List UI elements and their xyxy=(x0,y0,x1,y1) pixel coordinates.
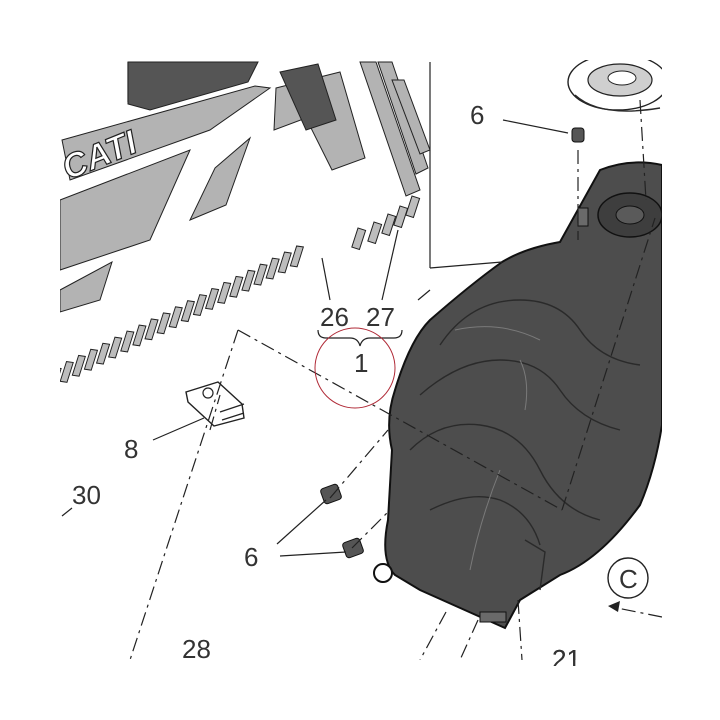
decal-stripe-tick xyxy=(241,269,256,292)
callout-28: 28 xyxy=(182,634,211,664)
decal-stripe-tick xyxy=(168,306,183,329)
callout-labels: 6 26 27 1 8 30 6 28 21 C xyxy=(72,100,638,674)
decal-stripe-tick xyxy=(132,324,147,347)
decal-stripe-tick xyxy=(180,300,196,323)
decal-stripe-tick xyxy=(253,263,268,286)
decal-stripe-tick xyxy=(108,336,123,359)
decal-stripe-tick xyxy=(381,213,397,237)
callout-6-top: 6 xyxy=(470,100,484,130)
decal-stripe-tick xyxy=(71,354,87,377)
crop-mask-top xyxy=(0,0,720,60)
fuel-cap xyxy=(567,53,669,112)
leader-lines xyxy=(61,119,569,557)
decal-stripe-tick xyxy=(95,342,111,365)
decal-stripe-tick xyxy=(83,348,99,371)
callout-1: 1 xyxy=(354,348,368,378)
decal-stripe-tick xyxy=(120,330,135,353)
callout-8: 8 xyxy=(124,434,138,464)
decal-stripe-tick xyxy=(217,281,232,304)
callout-30: 30 xyxy=(72,480,101,510)
decal-stripe-tick xyxy=(204,287,220,310)
crop-mask-bottom xyxy=(0,660,720,720)
view-c-marker xyxy=(607,557,649,599)
callout-27: 27 xyxy=(366,302,395,332)
view-arrow-head xyxy=(608,601,620,612)
decal-stripe-tick xyxy=(351,227,367,251)
fuel-tank xyxy=(373,161,663,630)
view-c-letter: C xyxy=(619,564,638,594)
crop-mask-left xyxy=(0,0,60,720)
decal-stripe-tick xyxy=(405,195,421,219)
mounting-bracket xyxy=(185,381,245,427)
callout-26: 26 xyxy=(320,302,349,332)
decal-stripe-tick xyxy=(229,275,244,298)
decal-stripe-tick xyxy=(59,360,74,383)
highlight-circle xyxy=(314,327,396,409)
decal-stripe-tick xyxy=(265,257,280,280)
crop-mask-right xyxy=(662,0,720,720)
decal-stripe-tick xyxy=(277,251,292,274)
decal-stripe-tick xyxy=(192,294,208,316)
rubber-buffers xyxy=(320,127,585,559)
decal-stripe-tick xyxy=(289,245,305,268)
assembly-axes xyxy=(129,99,663,661)
decal-stripe-tick xyxy=(393,205,409,229)
decal-stripe-tick xyxy=(367,221,383,245)
decal-stripe-tick xyxy=(144,318,159,341)
decal-stripe-tick xyxy=(156,312,171,335)
callout-6-bottom: 6 xyxy=(244,542,258,572)
